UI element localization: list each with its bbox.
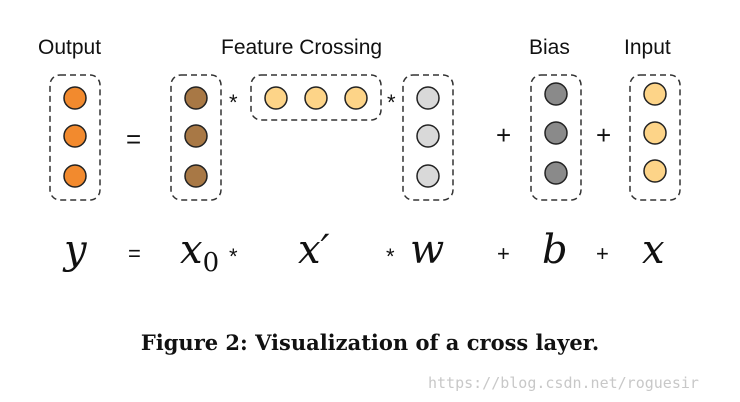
- bias-node: [544, 161, 568, 185]
- eq-x0-subscript: 0: [202, 248, 220, 278]
- x0-box: [170, 74, 222, 201]
- plus-operator: +: [596, 120, 612, 150]
- x-prime-node: [304, 86, 328, 110]
- eq-x0: x0: [180, 230, 219, 276]
- x0-node: [184, 86, 208, 110]
- eq-plus: +: [596, 241, 609, 266]
- w-node: [416, 164, 440, 188]
- equals-operator: =: [126, 124, 142, 154]
- bias-label: Bias: [529, 36, 570, 59]
- output-node: [63, 124, 87, 148]
- input-box: [629, 74, 681, 201]
- w-node: [416, 86, 440, 110]
- plus-operator: +: [496, 120, 512, 150]
- x-prime-node: [344, 86, 368, 110]
- feature-crossing-label: Feature Crossing: [221, 36, 383, 59]
- bias-box: [530, 74, 582, 201]
- times-operator: *: [387, 90, 396, 115]
- eq-x-prime: x′: [298, 227, 330, 273]
- x-prime-box: [250, 74, 382, 121]
- bias-node: [544, 82, 568, 106]
- input-node: [643, 159, 667, 183]
- eq-y: y: [64, 227, 87, 273]
- x0-node: [184, 124, 208, 148]
- eq-times: *: [229, 244, 238, 269]
- output-node: [63, 164, 87, 188]
- eq-times: *: [386, 244, 395, 269]
- eq-plus: +: [497, 241, 510, 266]
- figure-caption: Figure 2: Visualization of a cross layer…: [140, 330, 600, 355]
- x-prime-node: [264, 86, 288, 110]
- bias-node: [544, 121, 568, 145]
- output-label: Output: [38, 36, 102, 59]
- input-node: [643, 121, 667, 145]
- output-box: [49, 74, 101, 201]
- w-node: [416, 124, 440, 148]
- times-operator: *: [229, 90, 238, 115]
- eq-x: x: [642, 227, 665, 273]
- input-label: Input: [624, 36, 671, 59]
- w-box: [402, 74, 454, 201]
- eq-equals: =: [128, 241, 141, 266]
- output-node: [63, 86, 87, 110]
- eq-b: b: [542, 227, 568, 273]
- watermark: https://blog.csdn.net/roguesir: [428, 374, 699, 392]
- x0-node: [184, 164, 208, 188]
- input-node: [643, 82, 667, 106]
- eq-x0-base: x: [180, 227, 203, 273]
- eq-w: w: [410, 227, 445, 273]
